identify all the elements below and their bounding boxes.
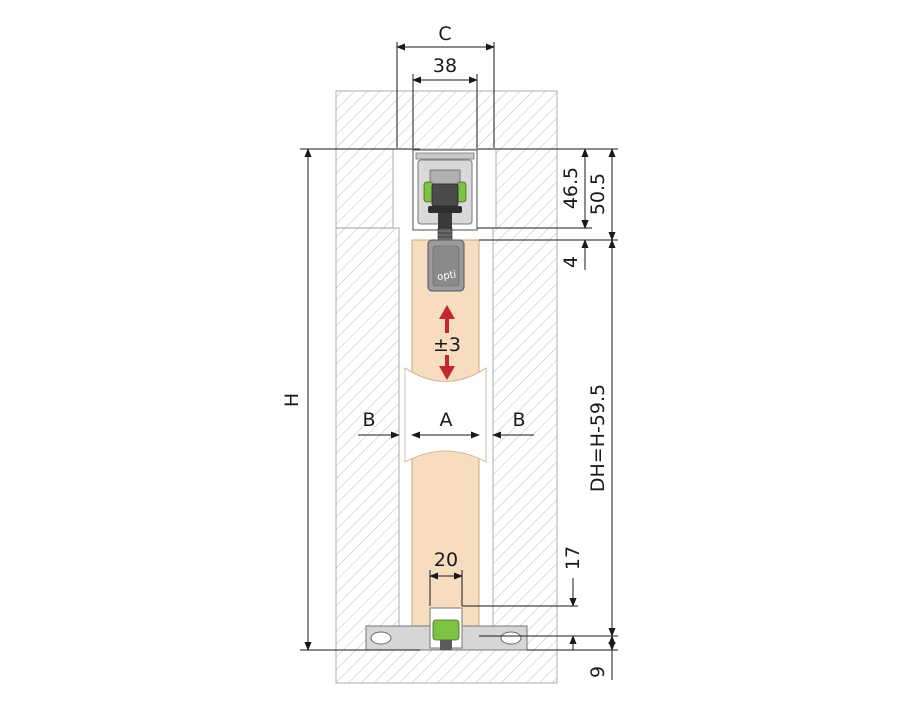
floor-guide: [365, 607, 528, 651]
top-track-profile: [412, 149, 478, 231]
label-46-5: 46.5: [560, 167, 582, 209]
label-dh: DH=H-59.5: [587, 384, 609, 492]
door-leaf: [404, 239, 487, 638]
label-20: 20: [434, 549, 458, 571]
label-50-5: 50.5: [587, 173, 609, 215]
wall-blocks: [335, 90, 558, 684]
label-9: 9: [587, 666, 609, 678]
adjust-arrows: [439, 305, 455, 380]
label-a: A: [440, 409, 453, 431]
label-17: 17: [562, 546, 584, 570]
screw-slot-left: [370, 631, 392, 645]
dimension-lines: [300, 42, 618, 680]
screw-slot-right: [500, 631, 522, 645]
label-h: H: [281, 393, 303, 407]
label-adjust: ±3: [433, 334, 461, 356]
label-c: C: [438, 23, 451, 45]
brand-label: opti: [437, 269, 458, 283]
label-b-left: B: [362, 409, 375, 431]
hanger-bracket: [427, 227, 465, 292]
label-38: 38: [433, 55, 457, 77]
label-4: 4: [560, 256, 582, 268]
label-b-right: B: [512, 409, 525, 431]
